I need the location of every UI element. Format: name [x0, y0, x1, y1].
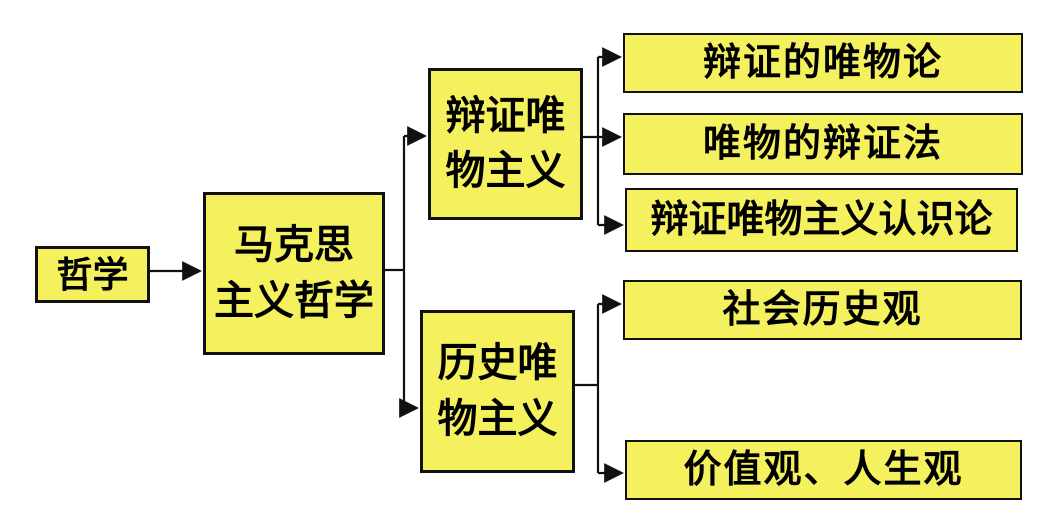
node-values-life-view: 价值观、人生观: [625, 440, 1022, 500]
node-marxist-philosophy-line1: 马克思: [234, 223, 354, 268]
node-marxist-philosophy: 马克思 主义哲学: [203, 192, 385, 355]
node-epistemology-label: 辩证唯物主义认识论: [650, 198, 993, 241]
node-epistemology: 辩证唯物主义认识论: [625, 188, 1018, 252]
node-values-life-view-label: 价值观、人生观: [683, 448, 964, 491]
node-dialectical-theory-label: 辩证的唯物论: [702, 41, 943, 84]
node-philosophy: 哲学: [35, 246, 150, 303]
node-social-history-view-label: 社会历史观: [722, 288, 923, 331]
node-dialectical-materialism-line1: 辩证唯: [445, 93, 566, 138]
node-materialist-dialectics-label: 唯物的辩证法: [702, 122, 943, 165]
node-philosophy-label: 哲学: [56, 253, 129, 295]
node-dialectical-materialism-line2: 物主义: [445, 149, 566, 193]
node-historical-materialism-line1: 历史唯: [437, 341, 558, 386]
node-dialectical-materialism: 辩证唯 物主义: [428, 68, 583, 220]
node-social-history-view: 社会历史观: [623, 280, 1022, 340]
node-dialectical-theory: 辩证的唯物论: [623, 33, 1023, 93]
node-historical-materialism: 历史唯 物主义: [420, 310, 575, 473]
node-historical-materialism-line2: 物主义: [437, 396, 558, 441]
node-materialist-dialectics: 唯物的辩证法: [623, 113, 1023, 175]
node-marxist-philosophy-line2: 主义哲学: [214, 278, 374, 323]
